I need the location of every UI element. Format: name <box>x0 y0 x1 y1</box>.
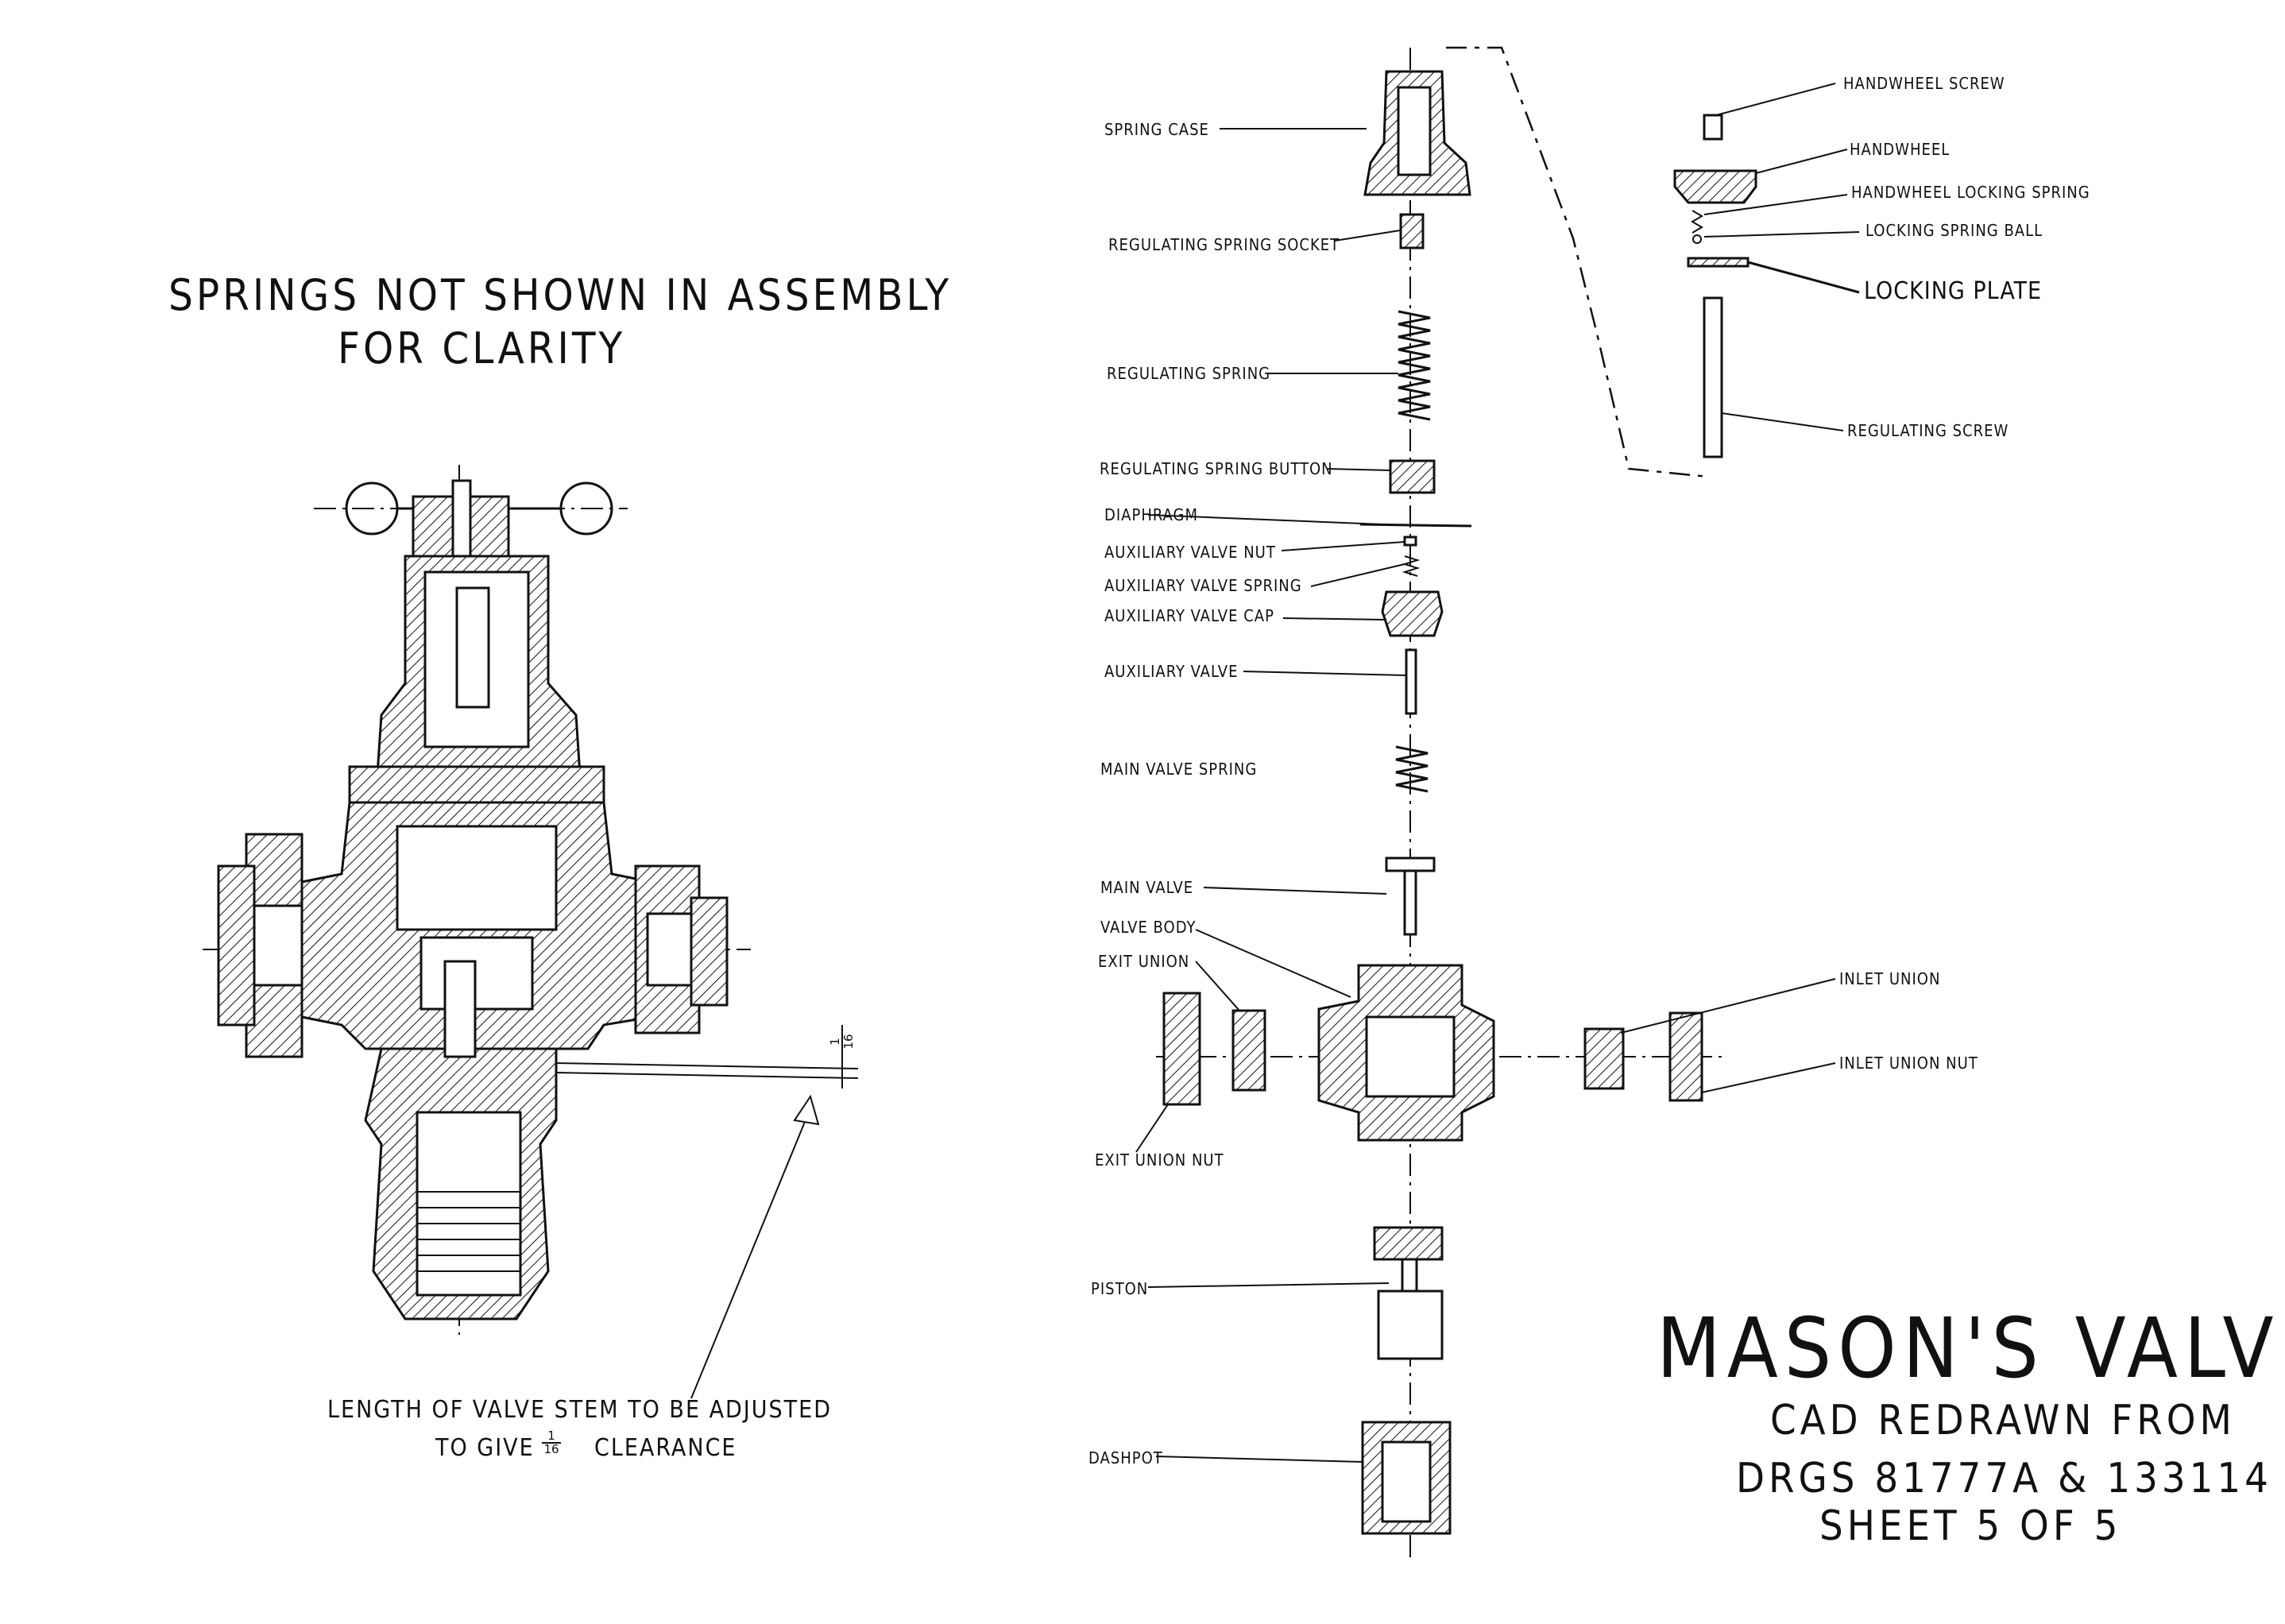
clearance-extension-line <box>555 1062 859 1069</box>
regulating-screw-part <box>1703 296 1723 458</box>
inlet-union-nut-part <box>1668 1011 1703 1102</box>
stem-fraction-denominator: 16 <box>543 1442 559 1456</box>
label-auxiliary-valve-nut: AUXILIARY VALVE NUT <box>1104 543 1276 562</box>
label-inlet-union-nut: INLET UNION NUT <box>1839 1054 1978 1073</box>
auxiliary-valve-part <box>1405 648 1417 715</box>
springs-note-line2: FOR CLARITY <box>338 323 626 373</box>
handwheel-screw-part <box>1703 114 1723 141</box>
stem-note-line1: LENGTH OF VALVE STEM TO BE ADJUSTED <box>327 1396 832 1424</box>
title-line-cad-redrawn: CAD REDRAWN FROM <box>1770 1397 2236 1444</box>
main-valve-part <box>1385 856 1436 872</box>
stem-fraction-numerator: 1 <box>542 1430 561 1444</box>
dashpot-ribs <box>417 1191 520 1272</box>
label-auxiliary-valve-spring: AUXILIARY VALVE SPRING <box>1104 576 1302 595</box>
exploded-view <box>1156 46 1757 1557</box>
drawing-title: MASON'S VALVE <box>1657 1300 2285 1397</box>
auxiliary-valve-cap-part <box>1381 590 1444 637</box>
label-main-valve: MAIN VALVE <box>1100 878 1194 897</box>
stem-fraction: 1 16 <box>542 1430 561 1456</box>
springs-note-line1: SPRINGS NOT SHOWN IN ASSEMBLY <box>168 270 953 320</box>
label-locking-spring-ball: LOCKING SPRING BALL <box>1866 221 2043 240</box>
exit-union-nut-part <box>1162 992 1201 1106</box>
label-exit-union: EXIT UNION <box>1098 952 1190 971</box>
main-valve-spring-part <box>1395 745 1429 793</box>
locking-plate-part <box>1687 257 1750 268</box>
regulating-spring-part <box>1398 310 1431 421</box>
label-handwheel: HANDWHEEL <box>1850 140 1951 159</box>
inlet-union-part <box>1583 1027 1625 1090</box>
regulating-spring-button-part <box>1389 459 1436 494</box>
stem-note-line2-b: CLEARANCE <box>594 1434 737 1462</box>
label-dashpot: DASHPOT <box>1088 1448 1163 1467</box>
label-regulating-spring: REGULATING SPRING <box>1107 364 1271 383</box>
label-diaphragm: DIAPHRAGM <box>1104 505 1198 524</box>
label-exit-union-nut: EXIT UNION NUT <box>1095 1150 1224 1170</box>
piston-part <box>1373 1226 1444 1261</box>
leader-line <box>690 1108 811 1399</box>
dimension-fraction-denominator: 16 <box>841 1034 856 1050</box>
dimension-fraction: 1 16 <box>828 1034 856 1050</box>
label-regulating-screw: REGULATING SCREW <box>1847 421 2009 440</box>
leader-arrowhead <box>793 1094 820 1126</box>
handwheel-part <box>1673 169 1757 204</box>
label-auxiliary-valve-cap: AUXILIARY VALVE CAP <box>1104 606 1274 625</box>
label-spring-case: SPRING CASE <box>1104 120 1209 139</box>
assembly-section-view <box>203 465 859 1399</box>
leader-lines <box>1135 83 1860 1463</box>
regulating-spring-socket-part <box>1399 213 1425 249</box>
label-regulating-spring-socket: REGULATING SPRING SOCKET <box>1108 235 1340 254</box>
label-piston: PISTON <box>1091 1279 1149 1298</box>
title-line-sheet-number: SHEET 5 OF 5 <box>1819 1502 2122 1550</box>
title-line-drawing-refs: DRGS 81777A & 133114 <box>1736 1455 2272 1502</box>
label-locking-plate: LOCKING PLATE <box>1864 277 2043 305</box>
label-valve-body: VALVE BODY <box>1100 918 1197 937</box>
label-inlet-union: INLET UNION <box>1839 969 1941 988</box>
label-handwheel-locking-spring: HANDWHEEL LOCKING SPRING <box>1851 183 2090 202</box>
label-main-valve-spring: MAIN VALVE SPRING <box>1100 760 1258 779</box>
label-auxiliary-valve: AUXILIARY VALVE <box>1104 662 1239 681</box>
label-regulating-spring-button: REGULATING SPRING BUTTON <box>1100 459 1333 478</box>
label-handwheel-screw: HANDWHEEL SCREW <box>1843 74 2005 93</box>
stem-note-line2-a: TO GIVE <box>435 1434 535 1462</box>
exit-union-part <box>1231 1009 1266 1092</box>
